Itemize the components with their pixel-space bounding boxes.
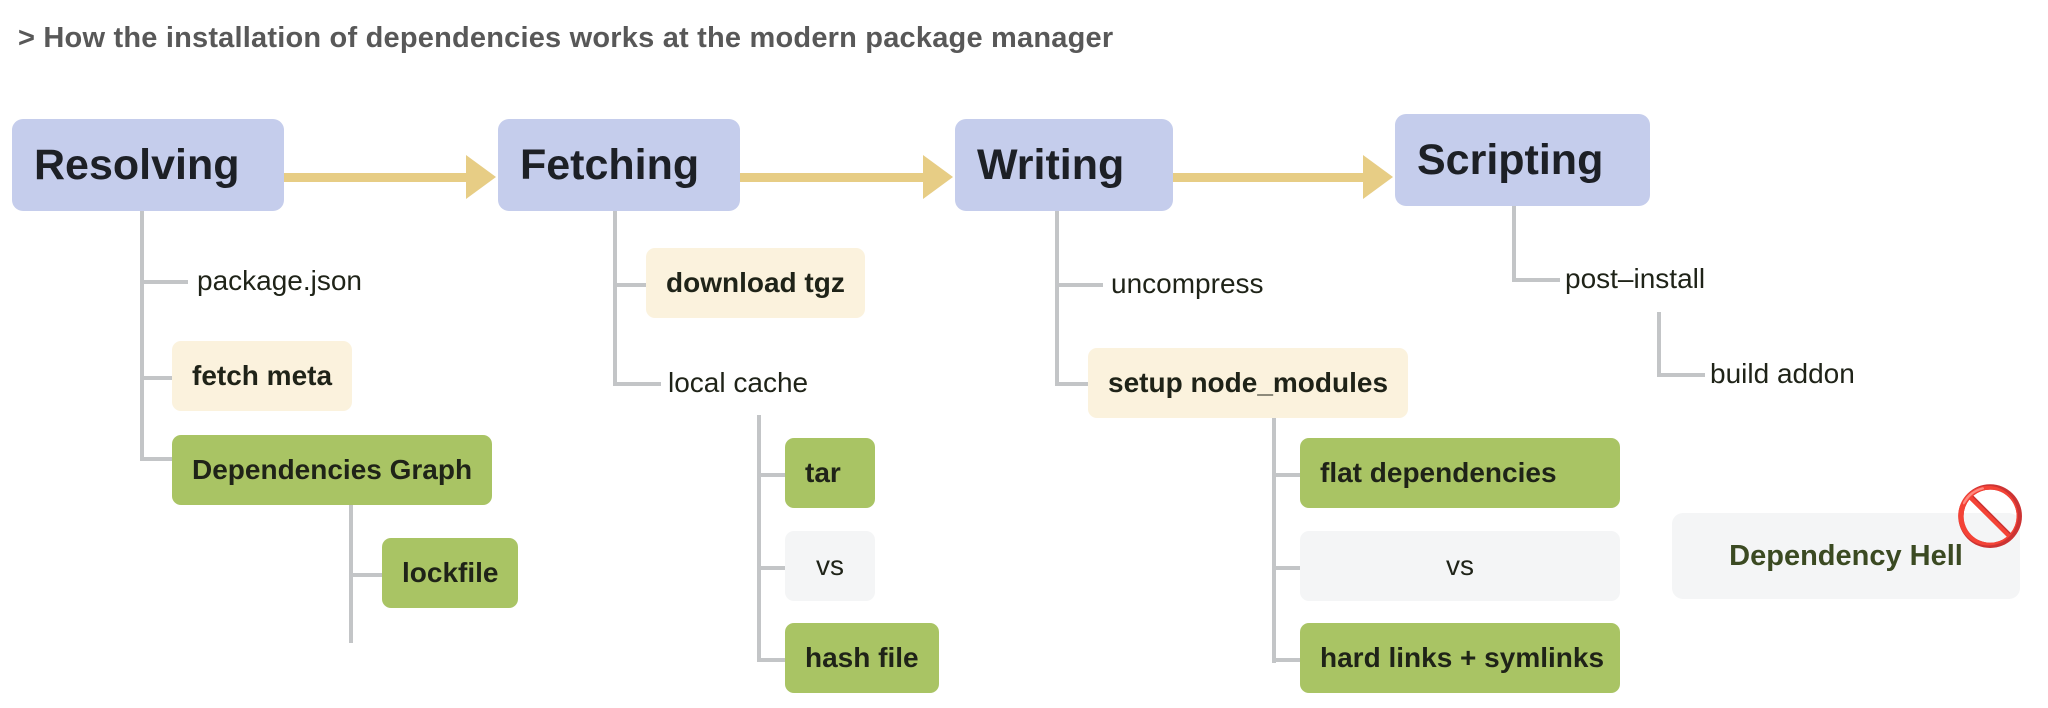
connector-scripting-post-install: [1512, 278, 1560, 282]
stage-writing[interactable]: Writing: [955, 119, 1173, 211]
page-title: > How the installation of dependencies w…: [18, 22, 1114, 54]
connector-localcache-hash-file: [757, 658, 785, 662]
no-entry-icon: 🚫: [1954, 484, 2027, 549]
connector-scripting-trunk: [1512, 206, 1516, 282]
node-build-addon[interactable]: build addon: [1710, 355, 1855, 393]
node-post-install-label: post–install: [1565, 263, 1706, 294]
node-package-json[interactable]: package.json: [197, 262, 362, 300]
connector-resolving-trunk: [140, 211, 144, 461]
stage-fetching[interactable]: Fetching: [498, 119, 740, 211]
connector-localcache-vs: [757, 566, 785, 570]
node-hard-links-symlinks-label: hard links + symlinks: [1320, 642, 1605, 673]
arrow-fetching-to-writing: [740, 155, 955, 199]
dependency-hell-label: Dependency Hell: [1729, 539, 1963, 572]
node-local-cache-label: local cache: [668, 367, 809, 398]
node-build-addon-label: build addon: [1710, 358, 1855, 389]
connector-setupnm-flat-dependencies: [1272, 473, 1300, 477]
node-uncompress-label: uncompress: [1111, 268, 1264, 299]
node-download-tgz-label: download tgz: [666, 267, 845, 298]
connector-resolving-package-json: [140, 280, 188, 284]
node-lockfile[interactable]: lockfile: [382, 538, 519, 608]
node-dependencies-graph-label: Dependencies Graph: [192, 454, 473, 485]
node-lockfile-label: lockfile: [402, 557, 499, 588]
node-hard-links-symlinks[interactable]: hard links + symlinks: [1300, 623, 1620, 693]
connector-fetching-local-cache: [613, 382, 661, 386]
node-flat-dependencies-label: flat dependencies: [1320, 457, 1557, 488]
node-setup-node-modules[interactable]: setup node_modules: [1088, 348, 1409, 418]
connector-writing-trunk: [1055, 211, 1059, 386]
node-post-install[interactable]: post–install: [1565, 260, 1705, 298]
node-tar-label: tar: [805, 457, 841, 488]
connector-setupnm-hard-links: [1272, 658, 1300, 662]
connector-resolving-dependencies-graph: [140, 457, 172, 461]
connector-postinstall-trunk: [1657, 312, 1661, 377]
node-download-tgz[interactable]: download tgz: [646, 248, 865, 318]
connector-depgraph-lockfile: [349, 573, 382, 577]
stage-scripting-label: Scripting: [1417, 135, 1604, 184]
stage-writing-label: Writing: [977, 140, 1125, 189]
connector-setupnm-vs: [1272, 566, 1300, 570]
node-vs-fetching-label: vs: [816, 550, 844, 581]
dependency-hell-badge[interactable]: Dependency Hell: [1672, 513, 2020, 599]
arrow-writing-to-scripting: [1173, 155, 1395, 199]
connector-writing-setup-node-modules: [1055, 382, 1088, 386]
node-flat-dependencies[interactable]: flat dependencies: [1300, 438, 1620, 508]
connector-fetching-trunk: [613, 211, 617, 386]
connector-setupnm-trunk: [1272, 418, 1276, 663]
stage-resolving-label: Resolving: [34, 140, 240, 189]
connector-resolving-fetch-meta: [140, 376, 172, 380]
node-uncompress[interactable]: uncompress: [1111, 265, 1264, 303]
node-fetch-meta-label: fetch meta: [192, 360, 333, 391]
node-tar[interactable]: tar: [785, 438, 875, 508]
connector-postinstall-build-addon: [1657, 373, 1705, 377]
stage-fetching-label: Fetching: [520, 140, 700, 189]
node-hash-file-label: hash file: [805, 642, 919, 673]
arrow-resolving-to-fetching: [283, 155, 498, 199]
node-vs-fetching[interactable]: vs: [785, 531, 875, 601]
node-vs-writing-label: vs: [1446, 550, 1474, 581]
node-dependencies-graph[interactable]: Dependencies Graph: [172, 435, 493, 505]
stage-scripting[interactable]: Scripting: [1395, 114, 1650, 206]
node-fetch-meta[interactable]: fetch meta: [172, 341, 353, 411]
node-setup-node-modules-label: setup node_modules: [1108, 367, 1389, 398]
node-hash-file[interactable]: hash file: [785, 623, 939, 693]
node-local-cache[interactable]: local cache: [668, 364, 808, 402]
connector-localcache-tar: [757, 473, 785, 477]
connector-fetching-download-tgz: [613, 283, 646, 287]
connector-writing-uncompress: [1055, 283, 1103, 287]
stage-resolving[interactable]: Resolving: [12, 119, 284, 211]
connector-localcache-trunk: [757, 415, 761, 660]
node-vs-writing[interactable]: vs: [1300, 531, 1620, 601]
node-package-json-label: package.json: [197, 265, 363, 296]
